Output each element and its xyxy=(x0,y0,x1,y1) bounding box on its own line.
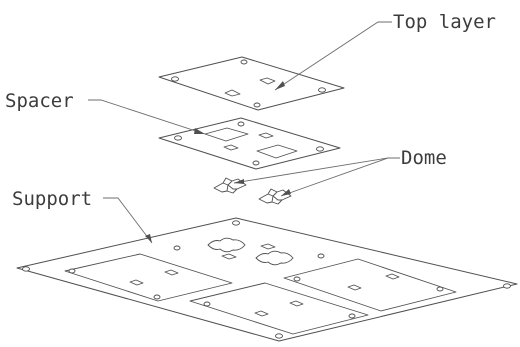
dome-label: Dome xyxy=(401,147,447,169)
center-cutout xyxy=(207,237,246,253)
spacer-opening xyxy=(256,144,298,159)
spacer-label: Spacer xyxy=(5,90,74,112)
mount-hole xyxy=(232,220,240,226)
dome-leader xyxy=(233,157,400,197)
top-layer-plate xyxy=(158,56,345,111)
center-cutout xyxy=(255,250,294,266)
support-label: Support xyxy=(12,188,92,210)
spacer-opening xyxy=(204,127,249,142)
mount-hole xyxy=(275,333,283,339)
top-layer-label: Top layer xyxy=(393,11,496,33)
mount-hole xyxy=(317,253,325,259)
spacer-leader xyxy=(88,99,206,135)
dome-right xyxy=(258,188,292,205)
center-cutout xyxy=(260,243,276,250)
support-pad-front xyxy=(189,282,369,335)
support-plate xyxy=(16,217,518,342)
center-cutout xyxy=(221,253,237,260)
mount-hole xyxy=(173,245,181,251)
support-pad-right xyxy=(283,258,457,312)
spacer-plate xyxy=(158,117,341,170)
mount-hole xyxy=(503,283,511,289)
support-pad-left xyxy=(64,253,233,302)
support-leader xyxy=(103,197,153,244)
mount-hole xyxy=(22,266,30,272)
top-layer-leader xyxy=(274,21,392,91)
